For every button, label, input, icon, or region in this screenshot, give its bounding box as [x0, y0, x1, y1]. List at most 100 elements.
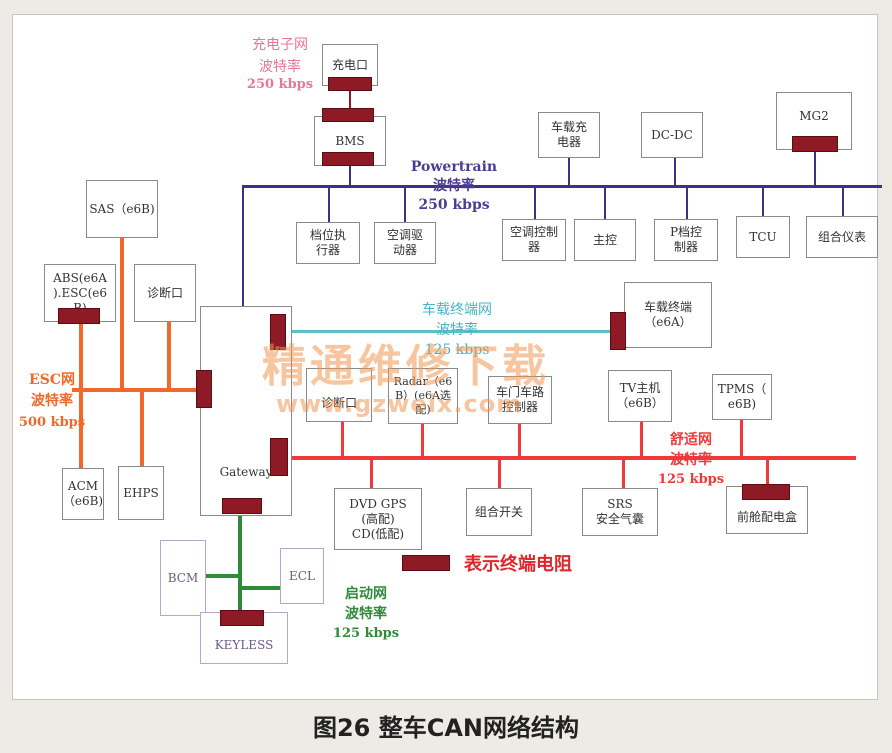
node-diag-mid: 诊断口 — [306, 368, 372, 422]
node-tv-host: TV主机 （e6B） — [608, 370, 672, 422]
node-bcm: BCM — [160, 540, 206, 616]
label-esc-net-rate: 500 kbps — [18, 415, 86, 430]
node-diag-left-label: 诊断口 — [146, 285, 183, 300]
legend-label: 表示终端电阻 — [464, 554, 572, 575]
powertrain-drop-tcu — [762, 187, 764, 217]
esc-drop-ehps — [140, 390, 144, 466]
label-esc-net-name: ESC网 — [29, 372, 75, 388]
figure-caption: 图26 整车CAN网络结构 — [312, 714, 580, 742]
node-ecl: ECL — [280, 548, 324, 604]
label-comfort-net: 舒适网 波特率 125 kbps — [650, 430, 732, 490]
label-charging-net-rate: 250 kbps — [246, 77, 314, 92]
terminal-resistor-gateway-comfort — [270, 438, 288, 476]
label-comfort-net-baud: 波特率 — [670, 452, 712, 468]
legend-swatch — [402, 555, 450, 571]
node-diag-mid-label: 诊断口 — [320, 396, 357, 410]
powertrain-drop-cluster — [842, 187, 844, 217]
charging-link — [349, 83, 351, 117]
powertrain-drop-acctrl — [534, 187, 536, 220]
node-keyless-label: KEYLESS — [214, 638, 274, 652]
node-srs: SRS 安全气囊 — [582, 488, 658, 536]
node-gear-actuator-label: 档位执 行器 — [309, 228, 346, 257]
label-start-net: 启动网 波特率 125 kbps — [326, 584, 406, 644]
terminal-resistor-abs — [58, 308, 100, 324]
node-terminal-label: 车载终端 （e6A） — [643, 300, 692, 329]
comfort-drop-tv — [640, 422, 643, 458]
node-cluster: 组合仪表 — [806, 216, 878, 258]
comfort-drop-switch — [498, 458, 501, 488]
label-infotainment-net-rate: 125 kbps — [424, 342, 490, 358]
node-tcu: TCU — [736, 216, 790, 258]
esc-drop-sas — [120, 238, 124, 390]
label-comfort-net-name: 舒适网 — [670, 432, 712, 448]
node-fuse-box-label: 前舱配电盒 — [736, 510, 797, 524]
node-onboard-charger: 车载充 电器 — [538, 112, 600, 158]
node-ac-drive-label: 空调驱 动器 — [386, 228, 423, 257]
node-tcu-label: TCU — [749, 229, 777, 244]
node-diag-left: 诊断口 — [134, 264, 196, 322]
node-ac-drive: 空调驱 动器 — [374, 222, 436, 264]
node-main-control-label: 主控 — [592, 232, 617, 247]
comfort-drop-radar — [421, 424, 424, 458]
node-tpms: TPMS（ e6B) — [712, 374, 772, 420]
label-powertrain-net-name: Powertrain — [410, 159, 498, 175]
node-dvd-gps: DVD GPS (高配) CD(低配) — [334, 488, 422, 550]
node-dcdc: DC-DC — [641, 112, 703, 158]
label-infotainment-net: 车载终端网 波特率 125 kbps — [402, 300, 512, 360]
node-acm: ACM （e6B) — [62, 468, 104, 520]
node-door-lock-label: 车门车路 控制器 — [495, 385, 544, 414]
infotainment-bus — [286, 330, 616, 333]
start-bus-bcm — [200, 574, 240, 578]
terminal-resistor-bms-top — [322, 108, 374, 122]
label-esc-net-baud: 波特率 — [31, 393, 73, 409]
node-bms-label: BMS — [335, 133, 365, 148]
diagram-frame — [12, 14, 878, 700]
node-main-control: 主控 — [574, 219, 636, 261]
node-radar: Radar（e6 B）(e6A选 配) — [388, 368, 458, 424]
terminal-resistor-gateway-info — [270, 314, 286, 350]
node-gear-actuator: 档位执 行器 — [296, 222, 360, 264]
node-tv-host-label: TV主机 （e6B） — [616, 381, 664, 410]
node-sas: SAS（e6B) — [86, 180, 158, 238]
node-cluster-label: 组合仪表 — [817, 229, 866, 244]
node-radar-label: Radar（e6 B）(e6A选 配) — [393, 375, 453, 416]
start-bus-ecl — [240, 586, 282, 590]
node-ehps-label: EHPS — [123, 485, 159, 500]
node-p-controller-label: P档控 制器 — [669, 225, 703, 254]
esc-drop-abs — [79, 320, 83, 470]
node-ac-controller: 空调控制 器 — [502, 219, 566, 261]
node-mg2-label: MG2 — [799, 109, 829, 123]
node-charge-port-label: 充电口 — [331, 57, 368, 72]
node-door-lock: 车门车路 控制器 — [488, 376, 552, 424]
powertrain-drop-bms — [349, 165, 351, 187]
label-infotainment-net-name: 车载终端网 — [422, 302, 492, 318]
powertrain-drop-p — [686, 187, 688, 220]
label-powertrain-net: Powertrain 波特率 250 kbps — [404, 158, 504, 215]
terminal-resistor-gateway-esc — [196, 370, 212, 408]
powertrain-drop-dcdc — [674, 158, 676, 187]
node-ac-controller-label: 空调控制 器 — [509, 225, 558, 254]
label-start-net-rate: 125 kbps — [332, 626, 400, 641]
start-bus-vertical — [238, 512, 242, 614]
label-infotainment-net-baud: 波特率 — [436, 322, 478, 338]
node-ecl-label: ECL — [289, 568, 315, 583]
node-abs-esc-label: ABS(e6A ).ESC(e6 B) — [52, 270, 108, 315]
node-combo-switch: 组合开关 — [466, 488, 532, 536]
node-combo-switch-label: 组合开关 — [474, 504, 523, 519]
terminal-resistor-mg2 — [792, 136, 838, 152]
node-abs-esc: ABS(e6A ).ESC(e6 B) — [44, 264, 116, 322]
powertrain-drop-charger — [568, 158, 570, 187]
node-ehps: EHPS — [118, 466, 164, 520]
node-bcm-label: BCM — [167, 570, 199, 585]
powertrain-drop-main — [604, 187, 606, 220]
terminal-resistor-gateway-start — [222, 498, 262, 514]
comfort-drop-srs — [622, 458, 625, 488]
comfort-drop-diag — [341, 422, 344, 458]
label-charging-net: 充电子网 波特率 250 kbps — [232, 34, 328, 92]
node-acm-label: ACM （e6B) — [62, 479, 104, 508]
powertrain-drop-gateway — [242, 185, 244, 307]
label-comfort-net-rate: 125 kbps — [657, 472, 725, 487]
node-srs-label: SRS 安全气囊 — [595, 497, 644, 526]
label-charging-net-baud: 波特率 — [259, 59, 301, 75]
